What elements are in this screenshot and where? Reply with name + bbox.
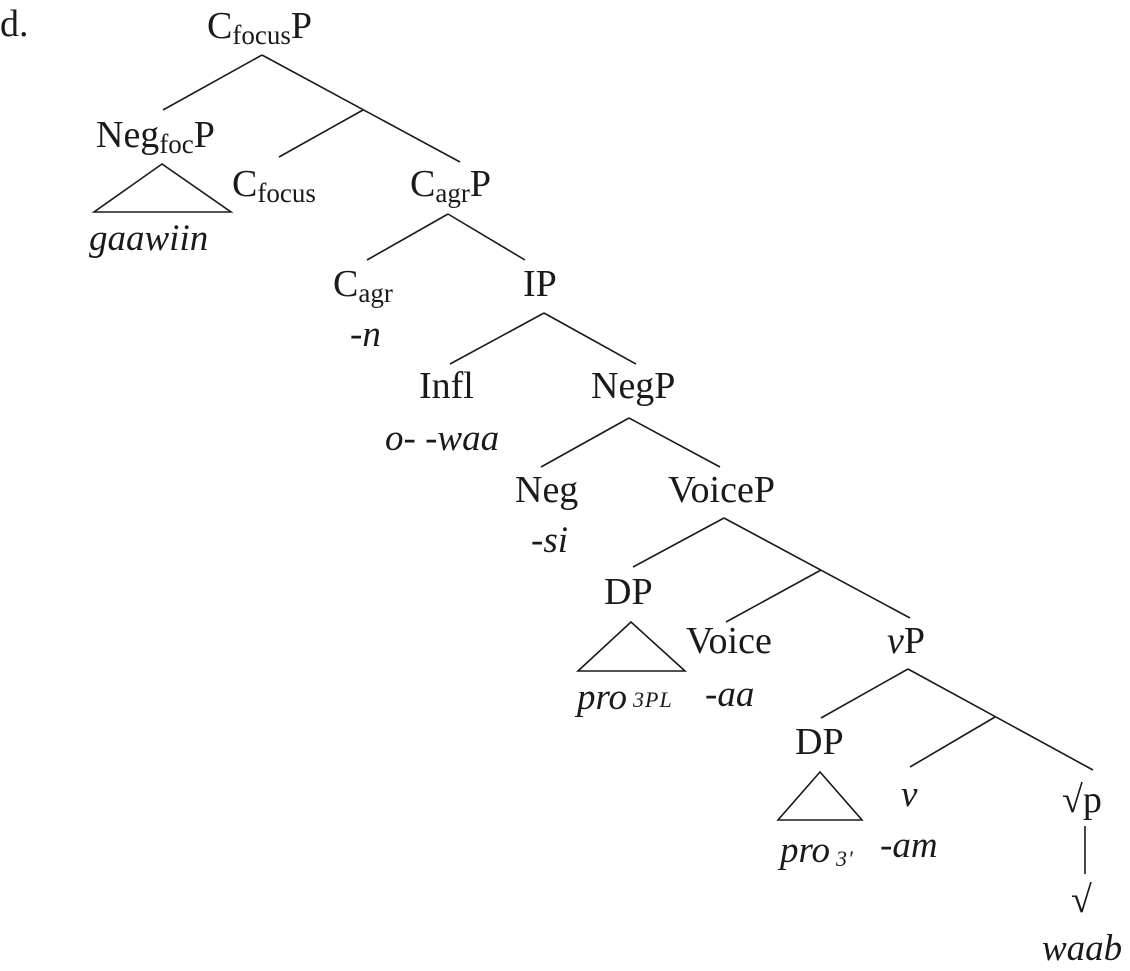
node-cfocusp: CfocusP	[207, 5, 312, 50]
node-neg: Neg	[515, 469, 578, 511]
morph-root: waab	[1042, 928, 1122, 969]
node-dp1: DP	[604, 571, 653, 613]
node-cagrp: CagrP	[410, 163, 491, 208]
node-rootp: √p	[1062, 779, 1102, 821]
triangle-dp2	[776, 770, 864, 821]
morph-infl: o- -waa	[385, 418, 499, 459]
edge-cfocusbar-cfocus	[278, 109, 364, 158]
morph-neg: -si	[531, 520, 568, 561]
node-vp: vP	[887, 620, 925, 662]
node-root: √	[1071, 879, 1092, 921]
morph-cagr: -n	[350, 314, 381, 355]
morph-gaawiin: gaawiin	[89, 218, 208, 259]
edge-cagrp-ip	[447, 213, 526, 261]
morph-little-v: -am	[880, 825, 938, 866]
edge-negp-voicep	[628, 417, 721, 468]
node-voicep: VoiceP	[668, 469, 775, 511]
node-cagr: Cagr	[333, 263, 393, 308]
tree-edges	[162, 54, 1094, 874]
node-negfocp: NegfocP	[96, 114, 215, 159]
node-voice: Voice	[686, 620, 772, 662]
triangle-dp1	[575, 620, 688, 672]
edge-ip-negp	[543, 312, 637, 365]
node-little-v: v	[901, 774, 918, 815]
triangle-negfocp	[91, 163, 234, 213]
morph-voice: -aa	[705, 674, 754, 715]
edge-vp-dp2	[820, 668, 909, 719]
tree-triangles	[91, 163, 864, 821]
node-ip: IP	[523, 263, 557, 305]
edge-cagrp-cagr	[366, 213, 449, 261]
edge-voicebar-voice	[725, 569, 822, 623]
node-cfocus: Cfocus	[232, 163, 316, 208]
edge-cfocusp-negfocp	[162, 54, 263, 111]
edge-vbar-v	[909, 716, 996, 768]
example-label: d.	[0, 3, 29, 45]
edge-voicep-voicebar	[723, 517, 911, 619]
edge-ip-infl	[449, 312, 545, 365]
node-negp: NegP	[591, 365, 675, 407]
node-dp2: DP	[795, 721, 844, 763]
edge-vp-vbar	[907, 668, 1094, 771]
edge-negp-neg	[540, 417, 630, 468]
edge-voicep-dp1	[632, 517, 725, 568]
edge-cfocusp-cfocusbar	[261, 54, 461, 163]
node-infl: Infl	[419, 365, 474, 407]
